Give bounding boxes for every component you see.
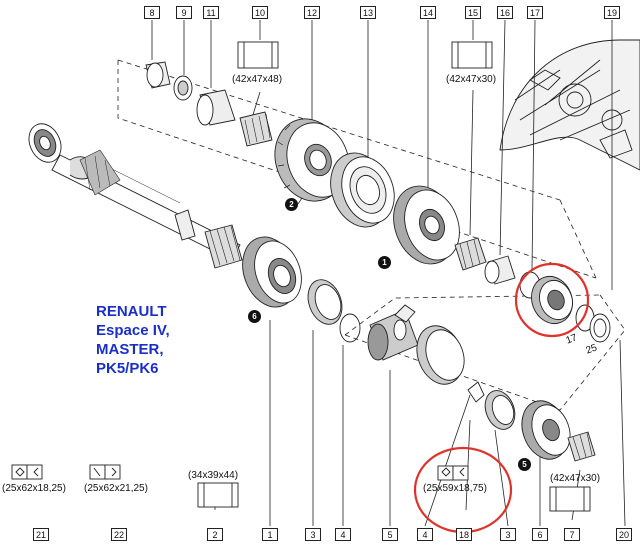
ref-16: 16 — [497, 6, 513, 19]
ref-4: 4 — [335, 528, 351, 541]
dim-label-18: (25x59x18,75) — [423, 483, 487, 494]
brand-line-4: PK5/PK6 — [96, 360, 159, 377]
circlip-4 — [339, 313, 361, 343]
synchro-ring-3b — [484, 390, 516, 430]
ref-18: 18 — [456, 528, 472, 541]
ref-22: 22 — [111, 528, 127, 541]
brand-line-1: RENAULT — [96, 303, 167, 320]
bottom-leader-lines — [214, 320, 626, 527]
brand-line-3: MASTER, — [96, 341, 164, 358]
gearbox-housing — [499, 39, 640, 171]
ref-9: 9 — [176, 6, 192, 19]
synchro-13 — [330, 152, 395, 228]
step-badge-1: 1 — [378, 256, 391, 269]
hub-5 — [367, 304, 419, 361]
ref-2: 2 — [207, 528, 223, 541]
dim-label-2: (34x39x44) — [188, 470, 239, 481]
ref-4b: 4 — [417, 528, 433, 541]
ref-8: 8 — [144, 6, 160, 19]
ref-3b: 3 — [500, 528, 516, 541]
ref-15: 15 — [465, 6, 481, 19]
sleeve-ring — [416, 325, 465, 385]
dim-label-15: (42x47x30) — [446, 74, 497, 85]
ref-21: 21 — [33, 528, 49, 541]
ref-5: 5 — [382, 528, 398, 541]
main-shaft — [51, 149, 241, 261]
ref-14: 14 — [420, 6, 436, 19]
brand-line-2: Espace IV, — [96, 322, 170, 339]
ref-7: 7 — [564, 528, 580, 541]
step-badge-6: 6 — [248, 310, 261, 323]
needle-bearing-15 — [454, 237, 516, 285]
small-ring-4 — [467, 381, 485, 403]
gear-1 — [242, 236, 302, 308]
ref-6: 6 — [532, 528, 548, 541]
ref-17: 17 — [527, 6, 543, 19]
ref-1: 1 — [262, 528, 278, 541]
ref-10: 10 — [252, 6, 268, 19]
dim-label-21: (25x62x18,25) — [2, 483, 66, 494]
ref-20: 20 — [616, 528, 632, 541]
shim-19 — [575, 304, 611, 343]
ref-11: 11 — [203, 6, 219, 19]
left-bearing — [28, 123, 62, 163]
step-badge-2: 2 — [285, 198, 298, 211]
bearing-17 — [519, 271, 573, 325]
gear-6 — [521, 400, 571, 460]
ref-19: 19 — [604, 6, 620, 19]
needle-bearing-7 — [567, 431, 596, 462]
ref-12: 12 — [304, 6, 320, 19]
bearing-symbols — [11, 41, 591, 512]
dim-label-22: (25x62x21,25) — [84, 483, 148, 494]
gear-14 — [393, 185, 460, 265]
dim-label-10: (42x47x48) — [232, 74, 283, 85]
ref-13: 13 — [360, 6, 376, 19]
step-badge-5: 5 — [518, 458, 531, 471]
top-leader-lines — [151, 19, 613, 290]
ref-3: 3 — [305, 528, 321, 541]
lower-needle-bearing-2 — [204, 224, 243, 269]
synchro-ring-3 — [307, 279, 343, 325]
dim-label-7: (42x47x30) — [550, 473, 601, 484]
top-small-parts — [145, 61, 273, 147]
brand-label: RENAULT Espace IV, MASTER, PK5/PK6 — [96, 302, 170, 378]
